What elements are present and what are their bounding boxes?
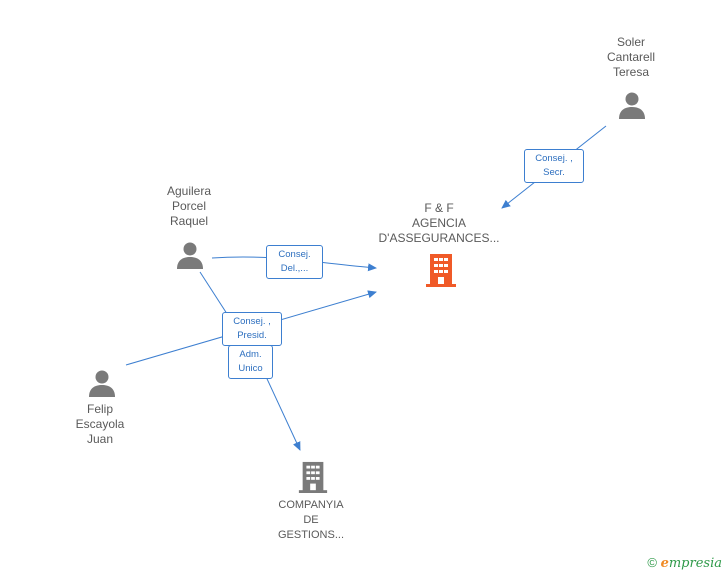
label-line: Porcel xyxy=(171,199,206,213)
node-label-soler[interactable]: Soler Cantarell Teresa xyxy=(566,35,696,80)
edge-label-line: Unico xyxy=(238,363,263,374)
edge-label-line: Consej. xyxy=(278,249,311,260)
edge-label-soler-ff: Consej. , Secr. xyxy=(524,149,584,183)
node-label-ff[interactable]: F & F AGENCIA D'ASSEGURANCES... xyxy=(374,201,504,246)
copyright-symbol: © xyxy=(647,555,657,570)
brand-rest: mpresia xyxy=(668,556,722,571)
label-line: F & F xyxy=(424,201,454,215)
brand-e: e xyxy=(660,556,669,571)
node-label-aguilera[interactable]: Aguilera Porcel Raquel xyxy=(124,184,254,229)
edge-label-line: Presid. xyxy=(237,330,267,341)
label-line: Cantarell xyxy=(606,50,656,64)
label-line: Teresa xyxy=(612,65,650,79)
edge-label-line: Adm. xyxy=(239,349,262,360)
edge-label-line: Secr. xyxy=(543,167,565,178)
building-icon-ff[interactable] xyxy=(424,252,458,288)
label-line: Escayola xyxy=(75,417,125,431)
node-label-companyia[interactable]: COMPANYIA DE GESTIONS... xyxy=(246,498,376,543)
edge-label-aguilera-companyia: Adm. Unico xyxy=(228,345,273,379)
edge-label-line: Consej. , xyxy=(233,316,271,327)
label-line: Juan xyxy=(86,432,114,446)
label-line: DE xyxy=(303,514,319,526)
label-line: Aguilera xyxy=(166,184,212,198)
person-icon-aguilera[interactable] xyxy=(175,240,205,270)
edge-label-aguilera-ff: Consej. Del.,... xyxy=(266,245,323,279)
label-line: Soler xyxy=(616,35,645,49)
edge-label-line: Del.,... xyxy=(280,263,309,274)
label-line: COMPANYIA xyxy=(278,499,344,511)
label-line: AGENCIA xyxy=(411,216,466,230)
person-icon-soler[interactable] xyxy=(617,90,647,120)
node-label-felip[interactable]: Felip Escayola Juan xyxy=(35,402,165,447)
label-line: GESTIONS... xyxy=(277,529,344,541)
edge-label-felip-ff: Consej. , Presid. xyxy=(222,312,282,346)
label-line: D'ASSEGURANCES... xyxy=(378,231,500,245)
edge-label-line: Consej. , xyxy=(535,153,573,164)
building-icon-companyia[interactable] xyxy=(297,459,329,495)
label-line: Raquel xyxy=(169,214,209,228)
person-icon-felip[interactable] xyxy=(87,368,117,398)
empresia-logo[interactable]: © empresia xyxy=(647,555,722,571)
label-line: Felip xyxy=(86,402,113,416)
